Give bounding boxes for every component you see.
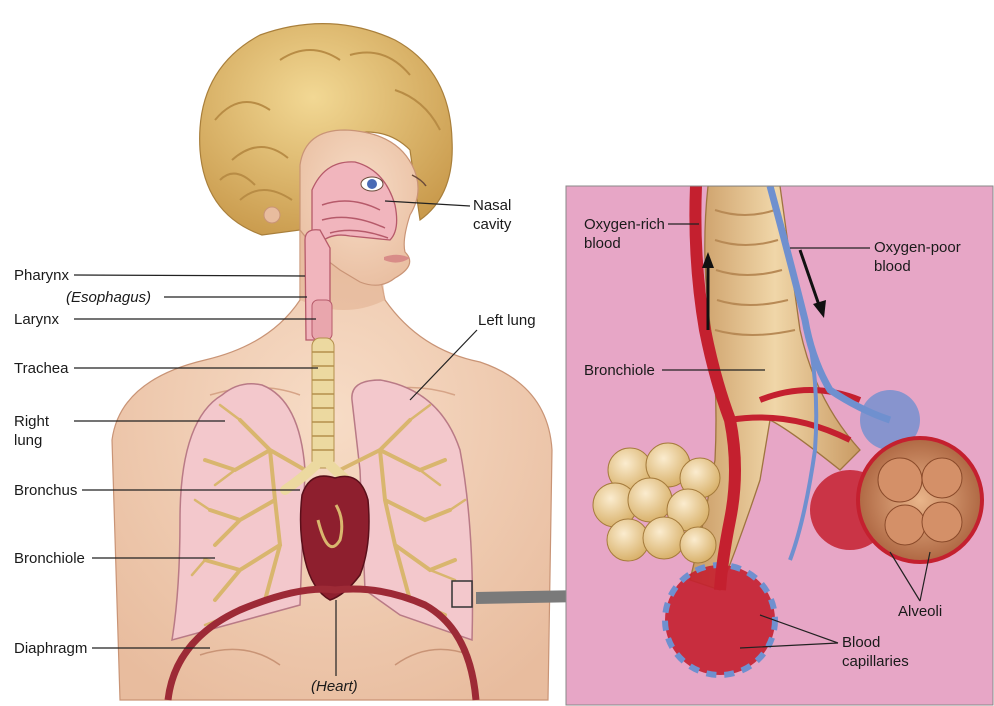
label-nasal-cavity: Nasal cavity <box>473 196 511 234</box>
label-blood-capillaries: Blood capillaries <box>842 633 909 671</box>
upper-airway <box>305 230 332 340</box>
label-left-lung: Left lung <box>478 311 536 330</box>
label-bronchiole-inset: Bronchiole <box>584 361 655 380</box>
alveolar-sac-cluster <box>593 443 720 563</box>
label-heart: (Heart) <box>311 677 358 696</box>
alveolar-sac-section <box>858 438 982 562</box>
label-larynx: Larynx <box>14 310 59 329</box>
label-oxygen-poor-blood: Oxygen-poor blood <box>874 238 961 276</box>
label-diaphragm: Diaphragm <box>14 639 87 658</box>
label-alveoli: Alveoli <box>898 602 942 621</box>
label-esophagus: (Esophagus) <box>66 288 151 307</box>
label-trachea: Trachea <box>14 359 68 378</box>
label-pharynx: Pharynx <box>14 266 69 285</box>
label-bronchus: Bronchus <box>14 481 77 500</box>
label-bronchiole: Bronchiole <box>14 549 85 568</box>
label-oxygen-rich-blood: Oxygen-rich blood <box>584 215 665 253</box>
label-right-lung: Right lung <box>14 412 49 450</box>
